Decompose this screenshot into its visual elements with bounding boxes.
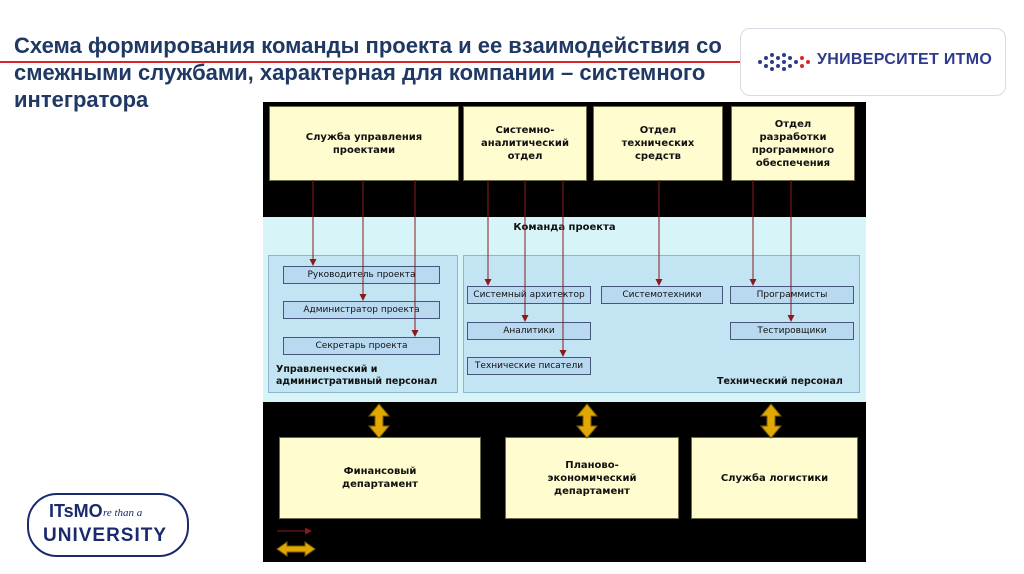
project-team-title: Команда проекта [513, 222, 616, 233]
title-underline [0, 61, 760, 63]
role-analysts: Аналитики [467, 322, 591, 340]
diagram-connectors [276, 180, 795, 557]
legend-double-arrow [276, 541, 316, 557]
double-arrow-planning [575, 403, 599, 439]
service-logistics: Служба логистики [691, 437, 858, 519]
double-arrow-logistics [759, 403, 783, 439]
slide-title: Схема формирования команды проекта и ее … [14, 33, 722, 112]
service-finance: Финансовый департамент [279, 437, 481, 519]
role-testers: Тестировщики [730, 322, 854, 340]
double-arrow-finance [367, 403, 391, 439]
role-project-secretary: Секретарь проекта [283, 337, 440, 355]
itmo-footer-logo-tagline: re than a [103, 507, 143, 519]
role-programmers: Программисты [730, 286, 854, 304]
itmo-footer-logo: ITsMO re than a UNIVERSITY [27, 493, 189, 557]
itmo-footer-logo-top: ITsMO [49, 501, 103, 521]
role-project-administrator: Администратор проекта [283, 301, 440, 319]
itmo-footer-logo-bottom: UNIVERSITY [43, 525, 168, 546]
dept-project-management: Служба управления проектами [269, 106, 459, 181]
role-system-engineers: Системотехники [601, 286, 723, 304]
itmo-dots-icon [758, 53, 810, 71]
itmo-header-logo: УНИВЕРСИТЕТ ИТМО [740, 28, 1006, 96]
role-project-manager: Руководитель проекта [283, 266, 440, 284]
role-technical-writers: Технические писатели [467, 357, 591, 375]
itmo-header-logo-text: УНИВЕРСИТЕТ ИТМО [817, 51, 993, 68]
management-panel-label: Управленческий и административный персон… [276, 364, 438, 387]
technical-panel-label: Технический персонал [717, 376, 843, 387]
service-planning-economics: Планово- экономический департамент [505, 437, 679, 519]
dept-system-analysis: Системно- аналитический отдел [463, 106, 587, 181]
project-team-diagram: Служба управления проектами Системно- ан… [263, 102, 866, 562]
role-system-architect: Системный архитектор [467, 286, 591, 304]
dept-technical-means: Отдел технических средств [593, 106, 723, 181]
dept-software-development: Отдел разработки программного обеспечени… [731, 106, 855, 181]
